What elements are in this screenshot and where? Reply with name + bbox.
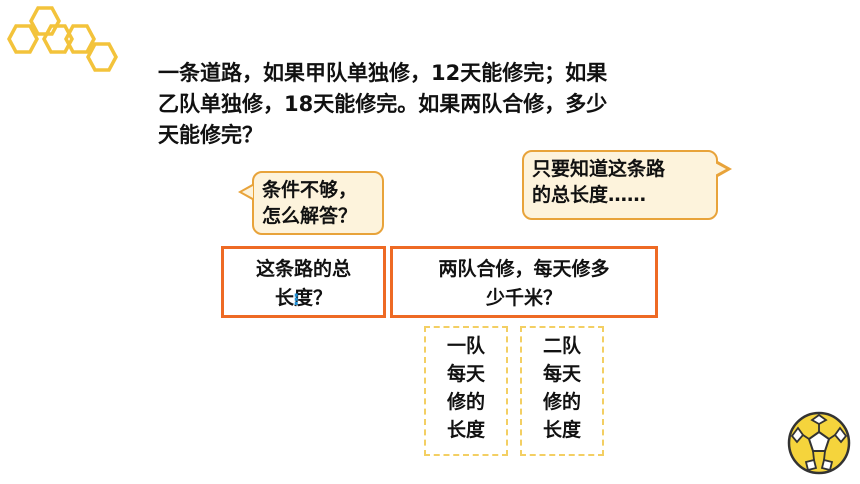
problem-line-3: 天能修完？	[158, 123, 263, 147]
team-b-line-4: 长度	[542, 419, 581, 441]
cursor-icon: ⁝	[293, 290, 300, 310]
soccer-ball-icon	[787, 411, 851, 475]
problem-line-1: 一条道路，如果甲队单独修，12天能修完；如果	[158, 61, 608, 85]
bubble-left-tail-inner	[242, 186, 253, 198]
road-length-box: 这条路的总 长度？	[221, 246, 386, 318]
road-length-line-2: 长度？	[274, 287, 332, 309]
daily-together-line-1: 两队合修，每天修多	[438, 258, 610, 280]
bubble-right-line-1: 只要知道这条路	[532, 158, 666, 180]
team-b-line-2: 每天	[542, 363, 581, 385]
team-b-line-1: 二队	[542, 335, 581, 357]
problem-line-2: 乙队单独修，18天能修完。如果两队合修，多少	[158, 92, 608, 116]
daily-together-box: 两队合修，每天修多 少千米？	[390, 246, 658, 318]
bubble-left-line-1: 条件不够，	[262, 179, 358, 201]
team-b-daily-box: 二队 每天 修的 长度	[520, 326, 604, 456]
bubble-right-line-2: 的总长度……	[532, 184, 647, 206]
bubble-right-tail-inner	[715, 163, 726, 175]
road-length-line-1: 这条路的总	[255, 258, 351, 280]
speech-bubble-left: 条件不够， 怎么解答？	[252, 171, 384, 235]
team-a-line-4: 长度	[446, 419, 485, 441]
team-a-daily-box: 一队 每天 修的 长度	[424, 326, 508, 456]
problem-statement: 一条道路，如果甲队单独修，12天能修完；如果 乙队单独修，18天能修完。如果两队…	[158, 58, 718, 151]
bubble-left-line-2: 怎么解答？	[262, 205, 358, 227]
team-a-line-1: 一队	[446, 335, 485, 357]
speech-bubble-right: 只要知道这条路 的总长度……	[522, 150, 718, 220]
daily-together-line-2: 少千米？	[485, 287, 562, 309]
team-b-line-3: 修的	[542, 391, 581, 413]
honeycomb-icon	[7, 6, 118, 72]
team-a-line-2: 每天	[446, 363, 485, 385]
team-a-line-3: 修的	[446, 391, 485, 413]
